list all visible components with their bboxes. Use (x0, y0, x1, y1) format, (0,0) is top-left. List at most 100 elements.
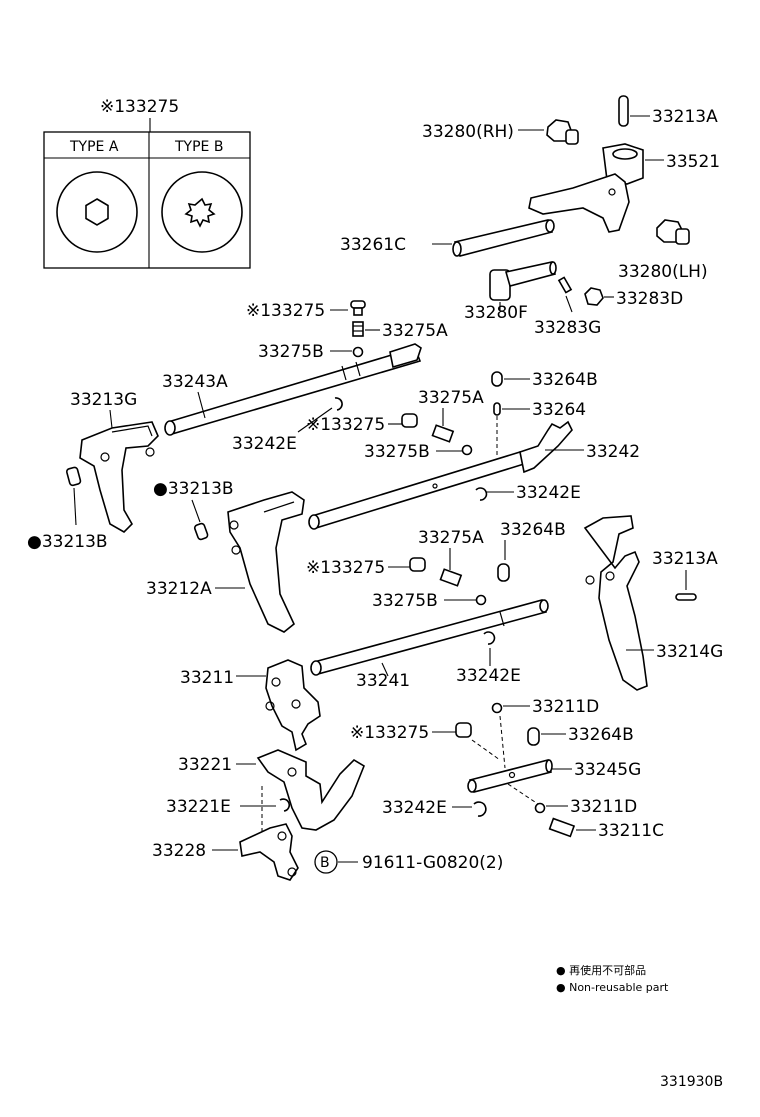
legend-jp: ● 再使用不可部品 (556, 963, 646, 977)
label-33280F: 33280F (464, 303, 528, 323)
inset-title: ※133275 (100, 97, 179, 117)
label-33264: 33264 (532, 400, 586, 420)
label-33275A-b: 33275A (418, 388, 484, 408)
plug-33275-c-icon (409, 557, 426, 572)
label-91611-G0820: 91611-G0820(2) (362, 853, 503, 873)
ball-33275B-c-icon (475, 594, 487, 606)
bolt-33213B-a-icon (193, 522, 209, 541)
shaft-33243A-icon (164, 343, 422, 436)
label-33283D: 33283D (616, 289, 683, 309)
label-33275-a: ※133275 (246, 301, 325, 321)
fork-33213G-icon (79, 421, 159, 533)
pin-33264B-a-icon (491, 371, 503, 387)
label-33241: 33241 (356, 671, 410, 691)
plug-33275-a-icon (350, 300, 366, 316)
hex-socket-icon (85, 198, 109, 226)
legend-en: ● Non-reusable part (556, 981, 669, 994)
spring-33275A-c-icon (439, 568, 463, 587)
label-33242E-d: 33242E (382, 798, 447, 818)
clip-33242E-c-icon (483, 631, 496, 645)
ball-33211D-b-icon (534, 802, 546, 814)
label-33221: 33221 (178, 755, 232, 775)
label-33275-b: ※133275 (306, 415, 385, 435)
torx-socket-icon (184, 197, 216, 228)
label-33211C: 33211C (598, 821, 664, 841)
label-33213A-top: 33213A (652, 107, 718, 127)
label-33214G: 33214G (656, 642, 723, 662)
pin-33213A-icon (618, 95, 629, 127)
fork-33213G-group: 33213G ●33213B (27, 390, 159, 552)
label-33264B-c: 33264B (568, 725, 634, 745)
legend: ● 再使用不可部品 ● Non-reusable part (556, 963, 669, 994)
lever-33228-icon (239, 823, 299, 881)
spring-33275A-a-icon (352, 321, 364, 337)
label-33212A: 33212A (146, 579, 212, 599)
label-33211D-b: 33211D (570, 797, 637, 817)
pin-33264B-c-icon (527, 727, 540, 746)
type-b-label: TYPE B (174, 139, 223, 155)
lever-33221-icon (256, 749, 365, 831)
label-33275B-a: 33275B (258, 342, 324, 362)
label-33275A-c: 33275A (418, 528, 484, 548)
label-33283G: 33283G (534, 318, 601, 338)
inset-type-box: ※133275 TYPE A TYPE B (43, 97, 251, 269)
pin-33283G-icon (557, 276, 573, 294)
label-33275B-c: 33275B (372, 591, 438, 611)
plug-33275-b-icon (401, 413, 418, 428)
label-33521: 33521 (666, 152, 720, 172)
clip-33242E-d-icon (473, 801, 487, 817)
clip-33221E-icon (279, 798, 290, 812)
label-33280LH: 33280(LH) (618, 262, 708, 282)
label-33275B-b: 33275B (364, 442, 430, 462)
fork-33212A-group: ●33213B 33212A (146, 479, 305, 633)
shaft-33245G-group: 33211D ※133275 33264B 33245G 33242E 3321… (350, 697, 664, 841)
label-33211D-a: 33211D (532, 697, 599, 717)
lever-33221-group: 33221 33221E 33228 B 91611-G0820(2) (152, 749, 503, 881)
shaft-33245G-icon (467, 759, 553, 793)
clip-33242E-a-icon (334, 397, 343, 411)
label-33228: 33228 (152, 841, 206, 861)
shaft-33261C-icon (452, 219, 555, 257)
label-33213G: 33213G (70, 390, 137, 410)
spring-33211C-icon (548, 817, 576, 838)
bolt-33213B-b-icon (65, 466, 82, 487)
spring-33275A-b-icon (431, 424, 455, 443)
label-33280RH: 33280(RH) (422, 122, 514, 142)
shaft-33241-group: 33275A 33264B ※133275 33275B 33241 33242… (306, 520, 566, 691)
ball-33275B-b-icon (461, 444, 473, 456)
pin-33264B-b-icon (497, 563, 510, 582)
bolt-33283D-icon (584, 287, 604, 306)
ball-33275B-a-icon (352, 346, 364, 358)
label-33275A-a: 33275A (382, 321, 448, 341)
label-33275-d: ※133275 (350, 723, 429, 743)
label-33213A-right: 33213A (652, 549, 718, 569)
fork-33214G-icon (583, 515, 648, 691)
label-33264B-b: 33264B (500, 520, 566, 540)
plug-33280RH-icon (546, 119, 579, 145)
clip-33242E-b-icon (475, 487, 488, 501)
fork-33212A-icon (227, 491, 305, 633)
type-a-label: TYPE A (69, 139, 119, 155)
fork-33214G-group: 33213A 33214G (583, 515, 723, 691)
label-33211: 33211 (180, 668, 234, 688)
label-33242E-b: 33242E (516, 483, 581, 503)
label-33261C: 33261C (340, 235, 406, 255)
plug-33280LH-icon (656, 219, 690, 245)
lever-33211-group: 33211 (180, 659, 321, 752)
pin-33264-icon (493, 402, 501, 416)
shift-head-group: 33213A 33280(RH) 33521 33261C 33280(LH) (340, 95, 720, 338)
label-33275-c: ※133275 (306, 558, 385, 578)
plug-33275-d-icon (455, 722, 472, 738)
bolt-mark-icon (314, 850, 338, 874)
pin-33213A-right-icon (675, 593, 697, 601)
ball-33211D-a-icon (491, 702, 503, 714)
shift-head-33521-icon (528, 143, 644, 233)
label-33213B-a: ●33213B (153, 479, 234, 499)
shaft-33242-group: 33275A ※133275 33275B 33264B 33264 33242… (306, 370, 640, 530)
shaft-33242-icon (308, 420, 573, 530)
shaft-33241-icon (310, 599, 549, 676)
label-33221E: 33221E (166, 797, 231, 817)
shaft-33243A-group: ※133275 33275A 33275B 33243A 33242E (162, 300, 448, 454)
